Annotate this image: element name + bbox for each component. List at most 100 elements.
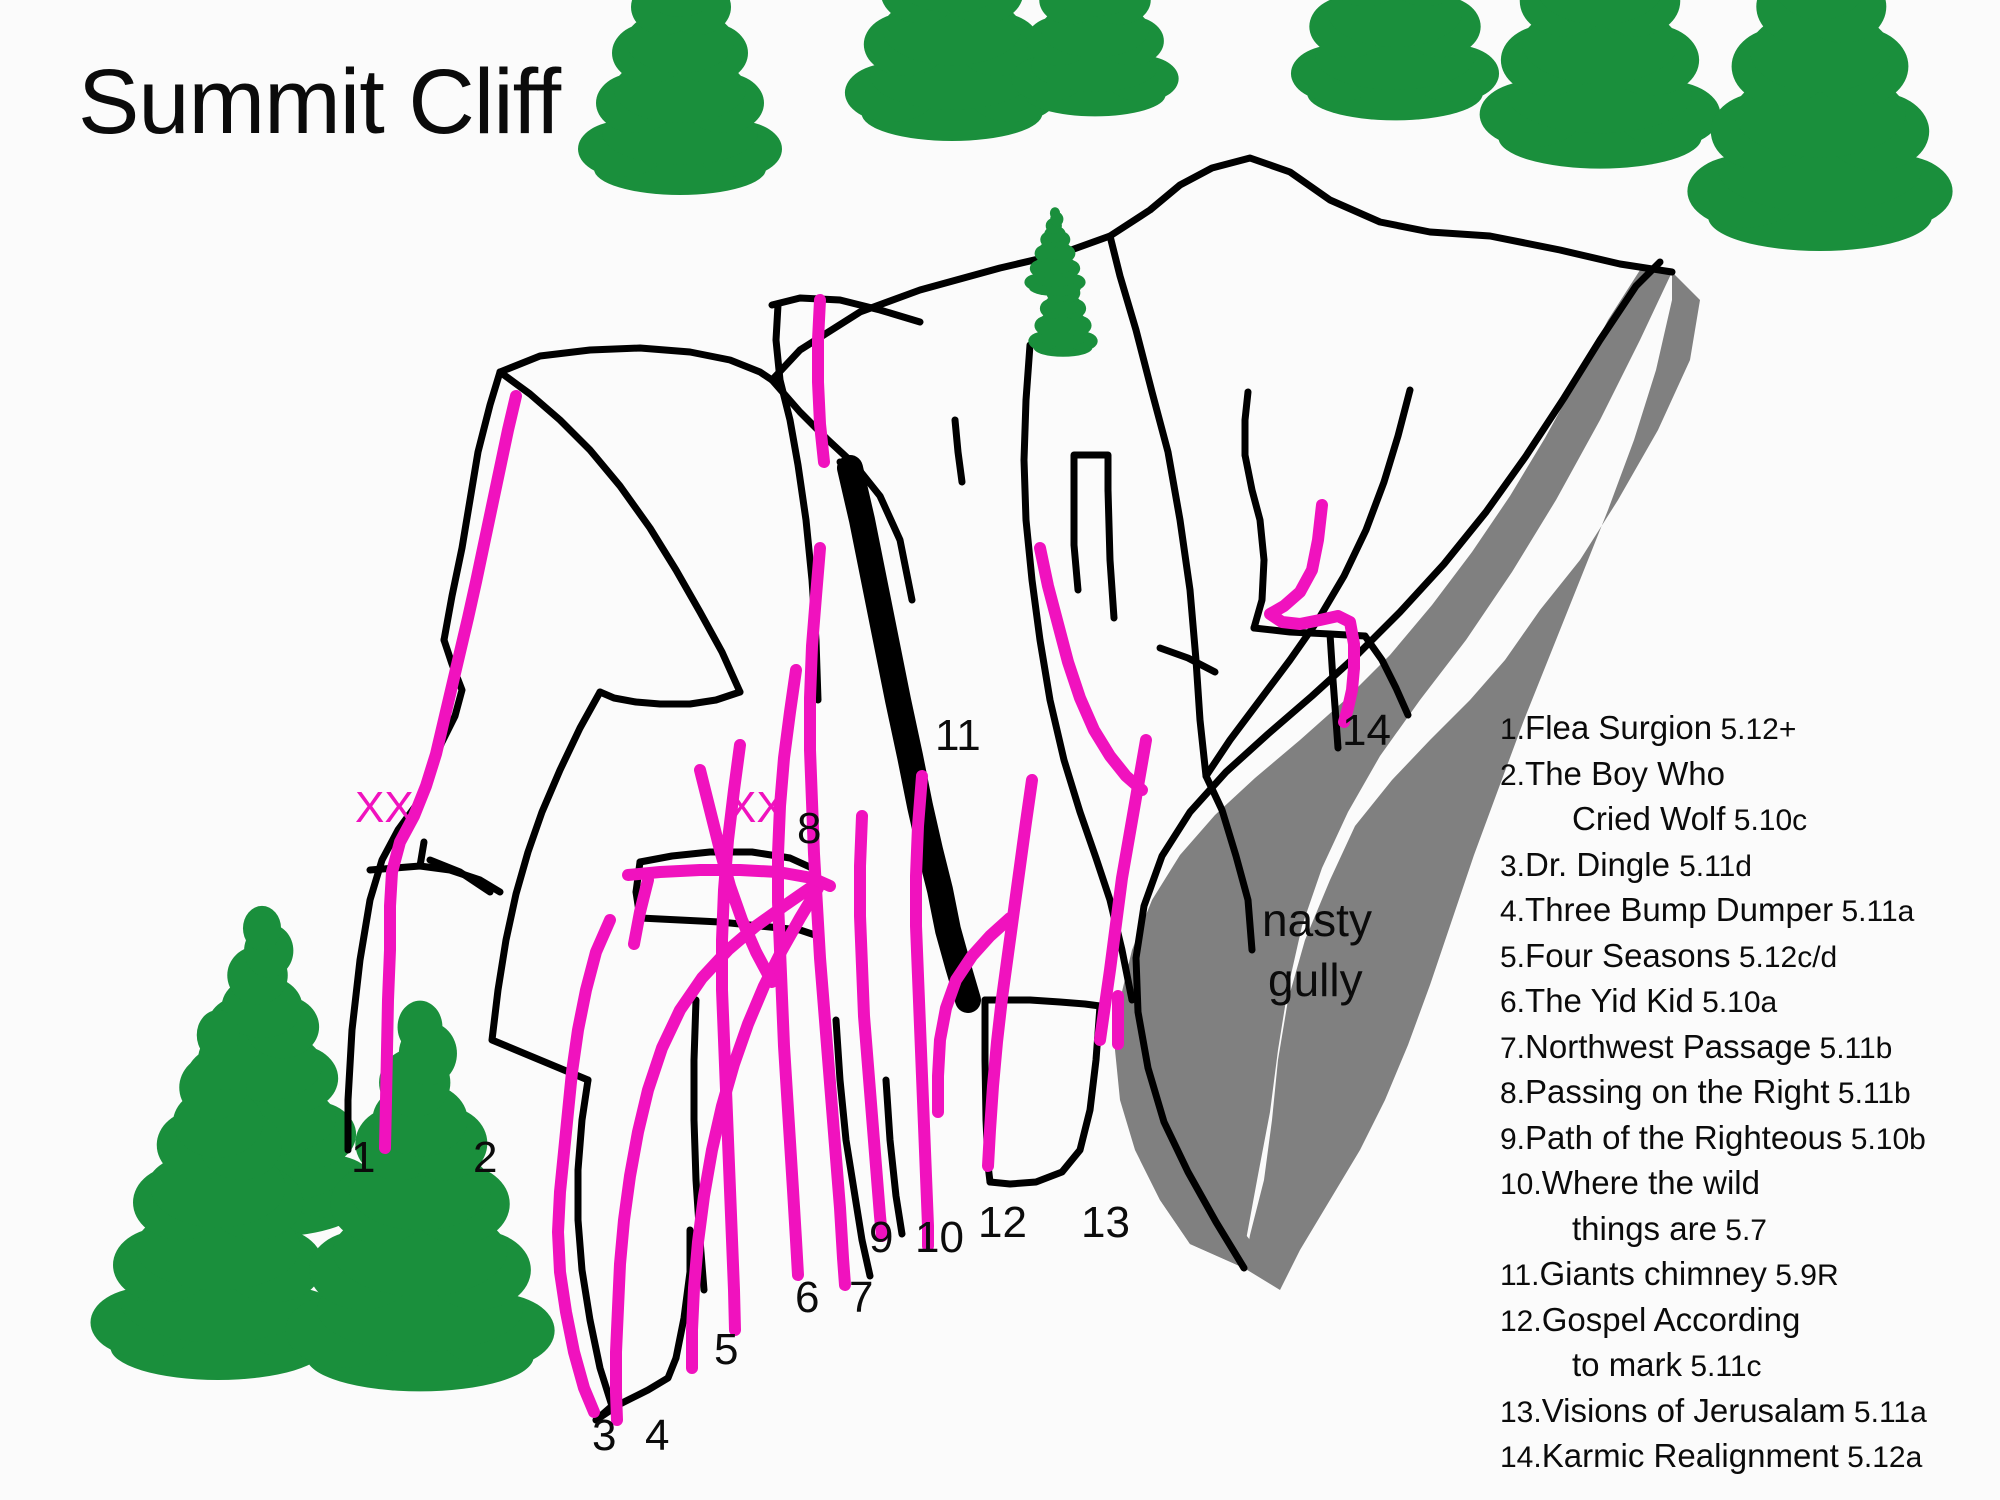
legend-number: 4.: [1500, 895, 1526, 928]
legend-route-grade: 5.9R: [1766, 1259, 1839, 1292]
legend-route-name: The Yid Kid: [1525, 982, 1694, 1019]
legend-number: 7.: [1500, 1031, 1526, 1065]
legend-item-10: 10.Where the wild: [1500, 1161, 2000, 1207]
legend-route-name: Gospel According: [1541, 1300, 1801, 1338]
legend-item-13: 13.Visions of Jerusalam 5.11a: [1500, 1389, 2000, 1435]
route-line-1: [379, 390, 522, 1154]
legend-number: 3.: [1500, 849, 1526, 883]
route-line-2b: [628, 874, 654, 950]
legend-number: 9.: [1500, 1122, 1526, 1156]
route-number-6: 6: [795, 1273, 819, 1322]
legend-route-name: Dr. Dingle: [1525, 845, 1680, 883]
route-line-13: [1094, 734, 1152, 1046]
legend-number: 13.: [1500, 1395, 1542, 1429]
legend-item-11: 11.Giants chimney 5.9R: [1500, 1252, 2000, 1298]
legend-item-8: 8.Passing on the Right 5.11b: [1500, 1070, 2000, 1116]
legend-item-10-continuation: things are 5.7: [1500, 1207, 2000, 1253]
legend-route-grade: 5.11a: [1845, 1395, 1927, 1429]
page-title: Summit Cliff: [78, 51, 561, 153]
legend-item-5: 5.Four Seasons 5.12c/d: [1500, 934, 2000, 980]
evergreen-tree-3: [1011, 0, 1179, 117]
legend-route-name: Northwest Passage: [1525, 1027, 1812, 1065]
evergreen-tree-1: [578, 0, 782, 195]
legend-number: 8.: [1500, 1077, 1526, 1110]
legend-number: 11.: [1500, 1259, 1540, 1292]
legend-item-4: 4.Three Bump Dumper 5.11a: [1500, 888, 2000, 934]
legend-item-12: 12.Gospel According: [1500, 1298, 2000, 1344]
anchor-marker-1: XX: [355, 783, 414, 832]
route-number-3: 3: [592, 1411, 616, 1460]
legend-route-name-cont: to mark: [1572, 1346, 1683, 1383]
route-line-12: [982, 774, 1038, 1172]
route-number-12: 12: [978, 1198, 1027, 1247]
legend-route-name-cont: Cried Wolf: [1572, 800, 1726, 837]
route-line-7: [804, 542, 851, 1291]
gully-label-line2: gully: [1268, 954, 1363, 1006]
legend-route-grade: 5.12c/d: [1730, 940, 1838, 974]
legend-item-2: 2.The Boy Who: [1500, 752, 2000, 798]
legend-route-name: The Boy Who: [1525, 754, 1725, 792]
legend-route-name: Path of the Righteous: [1525, 1118, 1843, 1156]
legend-item-12-continuation: to mark 5.11c: [1500, 1343, 2000, 1389]
legend-route-grade: 5.11d: [1679, 849, 1752, 883]
legend-route-name: Giants chimney: [1539, 1255, 1767, 1292]
legend-number: 6.: [1500, 986, 1526, 1019]
route-line-10: [910, 770, 934, 1252]
legend-item-3: 3.Dr. Dingle 5.11d: [1500, 843, 2000, 889]
legend-route-grade: 5.11b: [1829, 1077, 1911, 1110]
legend-route-name: Passing on the Right: [1525, 1073, 1830, 1110]
route-number-7: 7: [849, 1273, 873, 1322]
legend-number: 2.: [1500, 758, 1526, 792]
route-number-2: 2: [473, 1133, 497, 1182]
legend-route-name: Four Seasons: [1525, 936, 1731, 974]
route-number-10: 10: [915, 1213, 964, 1262]
route-number-5: 5: [714, 1325, 738, 1374]
route-line-13-upper: [1034, 542, 1148, 796]
legend-route-name: Where the wild: [1541, 1164, 1760, 1201]
legend-route-name: Karmic Realignment: [1541, 1437, 1839, 1474]
route-line-14b: [1338, 662, 1360, 728]
legend-item-7: 7.Northwest Passage 5.11b: [1500, 1025, 2000, 1071]
route-number-8: 8: [797, 804, 821, 853]
legend-route-grade: 5.11b: [1811, 1031, 1893, 1065]
gully-label-line1: nasty: [1262, 894, 1372, 946]
route-line-3: [610, 882, 816, 1426]
evergreen-tree-4: [1290, 0, 1500, 121]
route-line-11-approach: [812, 294, 830, 468]
legend-route-grade: 5.10b: [1842, 1122, 1926, 1156]
legend-route-grade-cont: 5.11c: [1682, 1350, 1762, 1383]
legend-item-6: 6.The Yid Kid 5.10a: [1500, 979, 2000, 1025]
legend-item-2-continuation: Cried Wolf 5.10c: [1500, 797, 2000, 843]
route-line-2: [552, 914, 616, 1418]
route-line-6: [772, 664, 804, 1281]
anchor-markers: XX XX: [355, 783, 786, 832]
route-line-14: [1264, 499, 1360, 674]
legend-number: 1.: [1500, 713, 1526, 746]
legend-route-grade-cont: 5.7: [1716, 1213, 1767, 1247]
route-lines: [379, 294, 1360, 1426]
legend-route-grade-cont: 5.10c: [1725, 804, 1808, 837]
route-line-10-branch: [932, 912, 1016, 1118]
route-line-8: [622, 864, 836, 892]
legend-route-grade: 5.11a: [1833, 895, 1915, 928]
route-number-13: 13: [1081, 1198, 1130, 1247]
evergreen-tree-6: [1687, 0, 1953, 251]
legend-number: 5.: [1500, 940, 1526, 974]
anchor-marker-2: XX: [727, 783, 786, 832]
route-line-9: [854, 810, 888, 1242]
cliff-trees-layer: [1024, 207, 1098, 357]
legend-route-grade: 5.10a: [1693, 986, 1778, 1019]
legend-item-9: 9.Path of the Righteous 5.10b: [1500, 1116, 2000, 1162]
route-number-11: 11: [935, 711, 981, 760]
legend-item-14: 14.Karmic Realignment 5.12a: [1500, 1434, 2000, 1480]
legend-route-name-cont: things are: [1572, 1209, 1717, 1247]
route-line-8b: [694, 764, 778, 988]
legend-route-name: Visions of Jerusalam: [1541, 1391, 1846, 1429]
legend-number: 14.: [1500, 1441, 1542, 1474]
legend-route-grade: 5.12a: [1838, 1441, 1923, 1474]
route-line-5: [716, 739, 746, 1336]
legend-number: 12.: [1500, 1304, 1542, 1338]
